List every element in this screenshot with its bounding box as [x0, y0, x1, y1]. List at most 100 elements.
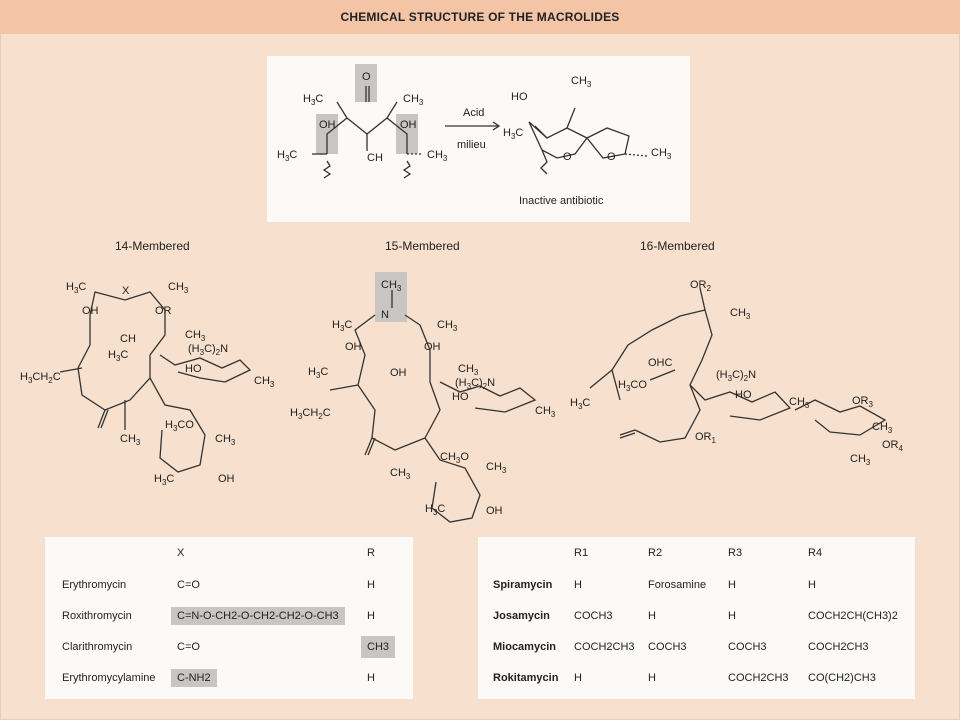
t16-row-r1: H	[574, 672, 582, 684]
t16-row-name: Josamycin	[493, 610, 550, 622]
s15-oh-1: OH	[345, 341, 362, 353]
t16-row-r2: H	[648, 672, 656, 684]
t14-row-name: Erythromycylamine	[62, 672, 156, 684]
structure-16-membered	[589, 287, 887, 443]
carbonyl-highlight	[355, 64, 377, 102]
s16-or2: OR2	[690, 279, 712, 293]
table-16-membered: R1 R2 R3 R4 Spiramycin H Forosamine H H …	[478, 537, 915, 699]
t14-row-x-highlight: C-NH2	[171, 669, 217, 687]
t14-row-r: H	[367, 672, 375, 684]
t16-row-r2: COCH3	[648, 641, 687, 653]
s16-or3: OR3	[852, 395, 874, 409]
heading-15-membered: 15-Membered	[385, 239, 460, 253]
t14-row-r: H	[367, 579, 375, 591]
t14-header-x: X	[177, 547, 185, 559]
s14-ch3-4: CH3	[215, 433, 236, 447]
s16-ch3-2: CH3	[789, 396, 810, 410]
t16-row-r4: CO(CH2)CH3	[808, 672, 876, 684]
oh-label-left: OH	[319, 119, 336, 131]
s16-ho: HO	[735, 389, 752, 401]
s15-ch3-2: CH3	[458, 363, 479, 377]
t16-row-r3: H	[728, 610, 736, 622]
s14-x: X	[122, 285, 130, 297]
s16-or4: OR4	[882, 439, 904, 453]
t16-header-r2: R2	[648, 547, 663, 559]
s14-oh-1: OH	[82, 305, 99, 317]
t16-row-r3: COCH3	[728, 641, 767, 653]
s15-amine: (H3C)2N	[455, 377, 495, 391]
s16-amine: (H3C)2N	[716, 369, 756, 383]
s14-h3cch2c: H3CH2C	[20, 371, 61, 385]
s15-ch3-4: CH3	[486, 461, 507, 475]
h3c-label-3: H3C	[503, 127, 523, 141]
t16-row-r4: COCH2CH3	[808, 641, 869, 653]
s15-ch3-1: CH3	[437, 319, 458, 333]
t14-row-name: Erythromycin	[62, 579, 127, 591]
ch3-label-3: CH3	[651, 147, 672, 161]
figure-title: CHEMICAL STRUCTURE OF THE MACROLIDES	[0, 0, 960, 34]
ring-o-label-2: O	[607, 151, 616, 163]
product-caption: Inactive antibiotic	[519, 195, 604, 207]
h3c-label-1: H3C	[303, 93, 323, 107]
s14-ho: HO	[185, 363, 202, 375]
s15-ho: HO	[452, 391, 469, 403]
ch3-label-2: CH3	[427, 149, 448, 163]
heading-16-membered: 16-Membered	[640, 239, 715, 253]
s15-oh-4: OH	[486, 505, 503, 517]
s16-ch3-1: CH3	[730, 307, 751, 321]
s16-or1: OR1	[695, 431, 717, 445]
s16-h3c: H3C	[570, 397, 590, 411]
s14-h3c-2: H3C	[108, 349, 128, 363]
t16-row-r2: H	[648, 610, 656, 622]
t16-row-r2: Forosamine	[648, 579, 707, 591]
t16-row-name: Miocamycin	[493, 641, 556, 653]
t14-row-name: Clarithromycin	[62, 641, 133, 653]
t14-row-x: C=O	[177, 641, 200, 653]
s15-h3c-3: H3C	[425, 503, 445, 517]
ch-label: CH	[367, 152, 383, 164]
s14-ch: CH	[120, 333, 136, 345]
structure-15-membered	[329, 272, 537, 523]
t16-row-r4: COCH2CH(CH3)2	[808, 610, 898, 622]
heading-14-membered: 14-Membered	[115, 239, 190, 253]
s15-oh-2: OH	[424, 341, 441, 353]
s16-ohc: OHC	[648, 357, 673, 369]
ch3-label-top: CH3	[571, 75, 592, 89]
s15-h3c: H3C	[332, 319, 352, 333]
t16-header-r1: R1	[574, 547, 589, 559]
s15-h3cch2c: H3CH2C	[290, 407, 331, 421]
s14-or: OR	[155, 305, 172, 317]
t16-header-r3: R3	[728, 547, 743, 559]
s15-ch3-5: CH3	[390, 467, 411, 481]
reaction-scheme: H3C O CH3 OH OH H3C CH CH3 Acid milieu H…	[277, 64, 672, 207]
figure-title-text: CHEMICAL STRUCTURE OF THE MACROLIDES	[340, 10, 620, 24]
t16-row-r1: H	[574, 579, 582, 591]
s14-ch3-3: CH3	[254, 375, 275, 389]
s14-h3co: H3CO	[165, 419, 194, 433]
s15-oh-3: OH	[390, 367, 407, 379]
s14-h3c-3: H3C	[154, 473, 174, 487]
s15-h3c-2: H3C	[308, 366, 328, 380]
s15-ch3-3: CH3	[535, 405, 556, 419]
ring-o-label-1: O	[563, 151, 572, 163]
t14-row-x: C=O	[177, 579, 200, 591]
s16-ch3-4: CH3	[850, 453, 871, 467]
reaction-panel: H3C O CH3 OH OH H3C CH CH3 Acid milieu H…	[267, 56, 690, 222]
h3c-label-2: H3C	[277, 149, 297, 163]
t14-row-r: H	[367, 610, 375, 622]
t16-row-r3: H	[728, 579, 736, 591]
t16-row-r1: COCH3	[574, 610, 613, 622]
s14-ch3-5: CH3	[120, 433, 141, 447]
s14-ch3-2: CH3	[185, 329, 206, 343]
s15-ch3o: CH3O	[440, 451, 469, 465]
s15-n: N	[381, 309, 389, 321]
t14-header-r: R	[367, 547, 375, 559]
s14-oh-2: OH	[218, 473, 235, 485]
s16-ch3-3: CH3	[872, 421, 893, 435]
macrolide-structures: H3C X CH3 OH OR CH CH3 H3C (H3C)2N HO H3…	[20, 272, 904, 523]
t16-header-r4: R4	[808, 547, 823, 559]
s14-ch3-1: CH3	[168, 281, 189, 295]
t16-row-name: Spiramycin	[493, 579, 553, 591]
t16-row-r4: H	[808, 579, 816, 591]
carbonyl-o-label: O	[362, 71, 371, 83]
